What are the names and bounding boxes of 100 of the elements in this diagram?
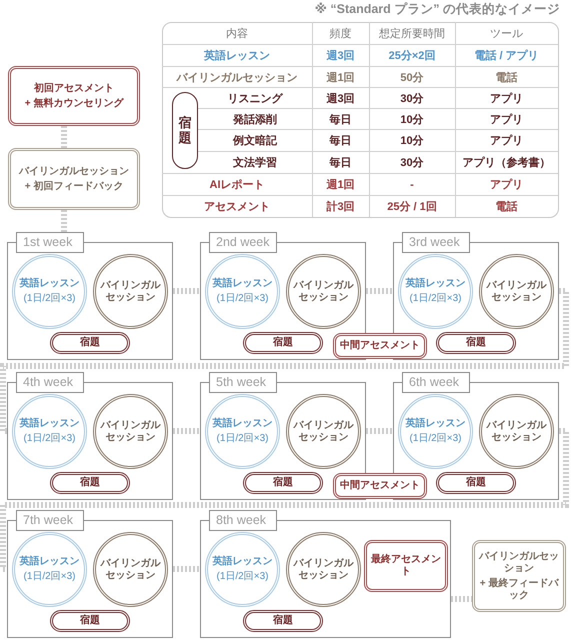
week-tab: 8th week: [209, 510, 277, 531]
week-panel: [7, 510, 173, 638]
table-entry: 10分: [399, 112, 425, 128]
node-title: バイリンガルセッション: [485, 280, 548, 304]
session-box: [472, 540, 566, 612]
node-note: (1日/2回×3): [24, 571, 76, 583]
striped-connector: [0, 428, 569, 572]
node-note: (1日/2回×3): [24, 433, 76, 445]
node-title: 宿題: [273, 615, 293, 627]
week-tab: 5th week: [209, 372, 277, 393]
node-title: 宿題: [80, 477, 100, 489]
node-title: バイリンガルセッション: [99, 280, 162, 304]
node-title: 最終アセスメント: [370, 554, 442, 578]
title: ※ “Standard プラン” の代表的なイメージ: [314, 1, 560, 18]
node-title: バイリンガルセッション: [478, 550, 560, 574]
table-entry: 文法学習: [232, 156, 278, 171]
striped-connector: [366, 428, 393, 434]
striped-connector: [61, 126, 67, 148]
homework-pill: [436, 332, 516, 354]
homework-pill: [50, 610, 130, 632]
node-note: (1日/2回×3): [410, 433, 462, 445]
assessment-box: [333, 333, 427, 359]
table-entry: 発話添削: [232, 112, 278, 128]
striped-connector: [451, 596, 472, 602]
table-entry: アプリ（参考書）: [462, 156, 552, 171]
node-title: 宿題: [466, 477, 486, 489]
table-entry: アプリ: [489, 134, 524, 149]
node-title: 英語レッスン: [212, 278, 272, 290]
table-header: 内容: [225, 26, 249, 42]
node-title: 英語レッスン: [212, 418, 272, 430]
node-title: バイリンガルセッション: [292, 558, 355, 582]
table-entry: 30分: [399, 92, 425, 106]
node-title: バイリンガルセッション: [292, 280, 355, 304]
node-title: 英語レッスン: [20, 418, 80, 430]
node-title: バイリンガルセッション: [99, 558, 162, 582]
striped-connector: [61, 210, 67, 232]
striped-connector: [173, 288, 200, 294]
table-entry: 週1回: [325, 70, 356, 86]
node-note: (1日/2回×3): [410, 293, 462, 305]
homework-pill: [436, 472, 516, 494]
table-entry: 25分×2回: [388, 48, 436, 64]
table-entry: 50分: [399, 70, 425, 86]
node-title: 初回アセスメント: [34, 82, 114, 94]
table-entry: 例文暗記: [232, 134, 278, 149]
node-title: バイリンガルセッション: [99, 420, 162, 444]
table-entry: リスニング: [226, 92, 284, 106]
homework-pill: [243, 472, 323, 494]
homework-pill: [50, 332, 130, 354]
week-panel: [7, 372, 173, 500]
week-tab: 6th week: [402, 372, 470, 393]
striped-connector: [0, 288, 569, 434]
node-title: 英語レッスン: [212, 556, 272, 568]
week-tab: 4th week: [16, 372, 84, 393]
assessment-box: [8, 66, 140, 126]
week-panel: [7, 232, 173, 360]
striped-connector: [173, 428, 200, 434]
table-header: ツール: [489, 27, 524, 42]
node-note: + 初回フィードバック: [24, 180, 124, 192]
node-title: 宿題: [273, 337, 293, 349]
homework-bracket: 宿題: [172, 92, 198, 169]
assessment-box: [364, 540, 448, 592]
table-entry: バイリンガルセッション: [175, 70, 298, 86]
table-entry: 毎日: [328, 134, 352, 149]
node-title: 中間アセスメント: [340, 480, 420, 492]
striped-connector: [366, 288, 393, 294]
node-note: (1日/2回×3): [216, 293, 268, 305]
node-title: 英語レッスン: [20, 556, 80, 568]
table-entry: 週3回: [325, 49, 356, 64]
table-entry: 電話: [494, 70, 518, 86]
table-entry: AIレポート: [208, 178, 266, 193]
table-entry: アプリ: [489, 92, 524, 106]
node-note: + 最終フィードバック: [478, 578, 560, 602]
table-entry: 計3回: [325, 200, 356, 215]
table-entry: アプリ: [489, 112, 524, 128]
table-entry: 電話 / アプリ: [473, 48, 540, 64]
node-title: 英語レッスン: [406, 278, 466, 290]
table-entry: -: [409, 178, 415, 192]
node-title: 宿題: [466, 337, 486, 349]
node-title: 宿題: [273, 477, 293, 489]
table-entry: 30分: [399, 156, 425, 171]
assessment-box: [333, 473, 427, 499]
table-entry: 週3回: [325, 92, 356, 106]
week-tab: 3rd week: [402, 232, 470, 253]
table-entry: アプリ: [489, 178, 524, 193]
table-header: 頻度: [328, 26, 352, 42]
week-tab: 2nd week: [209, 232, 277, 253]
table-entry: 電話: [494, 200, 518, 215]
table-entry: 毎日: [328, 112, 352, 128]
node-note: (1日/2回×3): [216, 433, 268, 445]
node-title: バイリンガルセッション: [485, 420, 548, 444]
striped-connector: [173, 566, 200, 572]
week-panel: [200, 510, 451, 638]
table-entry: 10分: [399, 134, 425, 149]
table-entry: 週1回: [325, 178, 356, 193]
homework-pill: [243, 332, 323, 354]
table-entry: 毎日: [328, 156, 352, 171]
node-note: + 無料カウンセリング: [24, 98, 124, 110]
node-title: 中間アセスメント: [340, 340, 420, 352]
week-tab: 1st week: [16, 232, 84, 253]
table-entry: 25分 / 1回: [386, 200, 438, 215]
